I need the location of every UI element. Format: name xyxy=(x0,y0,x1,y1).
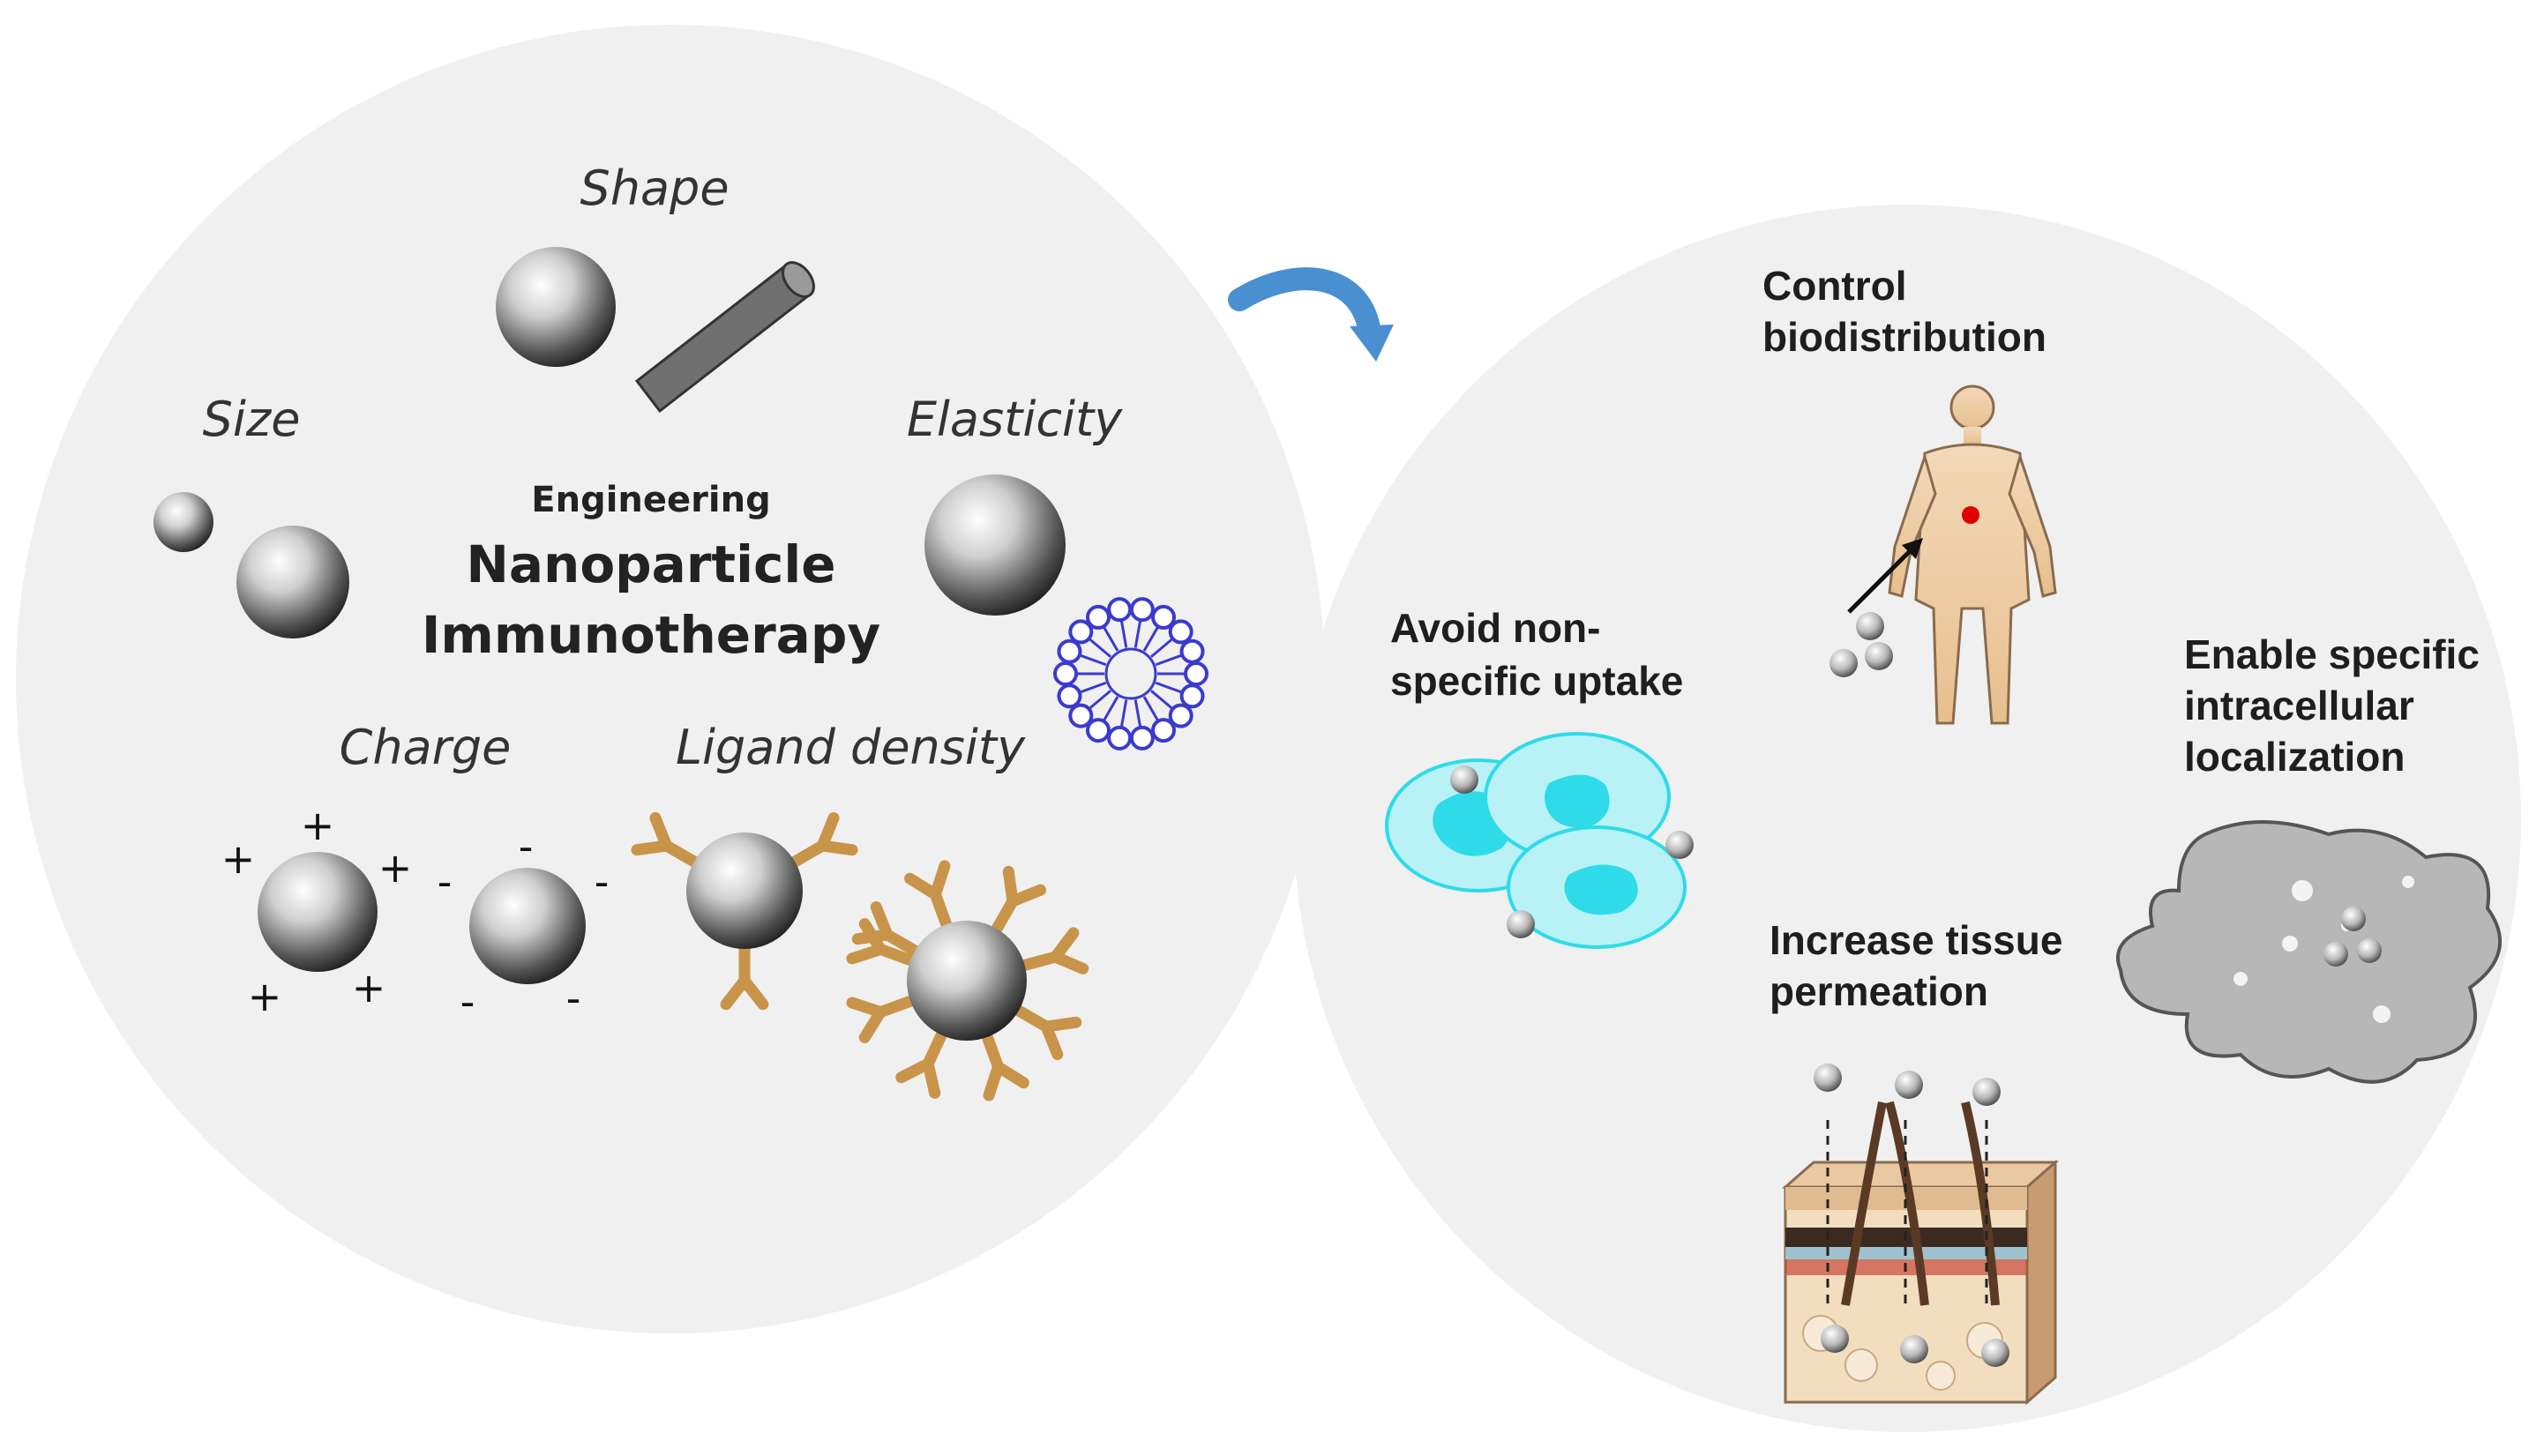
left-panel-background xyxy=(16,25,1325,1333)
ligand-antibody xyxy=(989,865,1047,938)
lipid-head xyxy=(1179,638,1205,664)
lipid-head xyxy=(1151,718,1176,743)
label-enable-localization: Enable specific xyxy=(2184,631,2480,677)
lipid-head xyxy=(1068,619,1094,645)
lipid-head xyxy=(1184,661,1208,686)
sphere-shape xyxy=(496,247,616,367)
label-control-biodistribution: Control xyxy=(1762,263,1907,309)
ligand-group-high xyxy=(846,860,1089,1101)
lipid-head xyxy=(1053,661,1078,686)
nanoparticle xyxy=(1450,765,1478,794)
center-title-small: Engineering xyxy=(531,480,770,520)
label-ligand-density: Ligand density xyxy=(676,720,1026,775)
lipid-head xyxy=(1086,604,1111,630)
lipid-head xyxy=(1179,683,1205,709)
ligand-antibody xyxy=(980,1027,1029,1101)
label-tissue-permeation: permeation xyxy=(1770,968,1988,1014)
rod-shape xyxy=(634,261,815,414)
minus-sign: - xyxy=(566,974,581,1022)
nanoparticle xyxy=(1895,1071,1923,1099)
sphere-low-ligand xyxy=(686,833,803,949)
lipid-head xyxy=(1107,725,1133,750)
injection-site xyxy=(1962,506,1979,524)
injection-arrow xyxy=(1847,538,1923,614)
nanoparticle xyxy=(1507,910,1535,938)
sphere-rigid xyxy=(924,474,1066,616)
plus-sign: + xyxy=(378,844,413,892)
left-panel: Shape Size Engineering Nanoparticle Immu… xyxy=(16,25,1325,1333)
ligand-antibody xyxy=(786,811,858,870)
plus-sign: + xyxy=(352,964,386,1012)
nanoparticle xyxy=(1856,612,1884,640)
sphere-high-ligand xyxy=(907,921,1027,1041)
liposome xyxy=(1053,597,1208,750)
ligand-antibody xyxy=(720,939,769,1011)
nanoparticle xyxy=(1665,831,1694,859)
ligand-antibody xyxy=(846,994,920,1043)
nanoparticle xyxy=(1981,1339,2009,1367)
label-enable-localization: intracellular xyxy=(2184,683,2414,728)
sphere-large xyxy=(236,526,349,638)
center-title-line1: Nanoparticle xyxy=(466,534,835,594)
label-shape: Shape xyxy=(580,161,729,216)
lipid-head xyxy=(1129,725,1155,750)
ligand-group-low xyxy=(631,811,858,1011)
label-charge: Charge xyxy=(340,720,512,775)
nanoparticle xyxy=(1865,642,1893,670)
label-tissue-permeation: Increase tissue xyxy=(1770,917,2062,963)
lipid-head xyxy=(1129,597,1155,623)
sphere-small xyxy=(153,492,213,552)
ligand-antibody xyxy=(1015,927,1089,974)
label-elasticity: Elasticity xyxy=(907,392,1123,447)
ligand-antibody xyxy=(904,860,954,934)
plus-sign: + xyxy=(248,973,282,1020)
ligand-antibody xyxy=(846,918,920,967)
center-title-line2: Immunotherapy xyxy=(422,605,880,665)
lipid-head xyxy=(1151,604,1176,630)
label-avoid-uptake: specific uptake xyxy=(1390,658,1683,704)
nanoparticle xyxy=(1814,1064,1842,1092)
lipid-head xyxy=(1107,597,1133,623)
transition-arrow xyxy=(1228,267,1394,362)
nanoparticle xyxy=(2323,942,2348,967)
ligand-antibody xyxy=(895,1026,949,1099)
dendritic-cell xyxy=(2115,820,2503,1084)
nanoparticle xyxy=(2341,907,2366,931)
minus-sign: - xyxy=(519,823,534,870)
lipid-head xyxy=(1057,683,1082,709)
nanoparticle xyxy=(1821,1325,1849,1353)
label-enable-localization: localization xyxy=(2184,734,2405,780)
ligand-antibody xyxy=(631,811,703,870)
cells-cluster xyxy=(1385,732,1687,949)
sphere-positive xyxy=(258,852,378,972)
plus-sign: + xyxy=(221,835,256,883)
lipid-head xyxy=(1086,718,1111,743)
lipid-head xyxy=(1057,638,1082,664)
minus-sign: - xyxy=(438,858,453,906)
plus-sign: + xyxy=(301,802,335,849)
nanoparticle xyxy=(1900,1335,1928,1363)
ligand-antibody xyxy=(1009,1003,1082,1061)
minus-sign: - xyxy=(460,978,475,1026)
label-avoid-uptake: Avoid non- xyxy=(1390,605,1600,651)
lipid-head xyxy=(1068,703,1094,728)
human-body-figure xyxy=(1888,385,2057,725)
lipid-head xyxy=(1168,619,1193,645)
minus-sign: - xyxy=(595,858,610,906)
right-panel: Control biodistribution Avoid non- speci… xyxy=(1293,205,2521,1432)
label-control-biodistribution: biodistribution xyxy=(1762,314,2046,360)
lipid-head xyxy=(1168,703,1193,728)
label-size: Size xyxy=(203,392,301,447)
right-panel-background xyxy=(1293,205,2521,1432)
nanoparticle xyxy=(1829,649,1858,677)
sphere-negative xyxy=(469,868,586,984)
nanoparticle xyxy=(2357,938,2382,963)
nanoparticle xyxy=(1972,1078,2001,1106)
